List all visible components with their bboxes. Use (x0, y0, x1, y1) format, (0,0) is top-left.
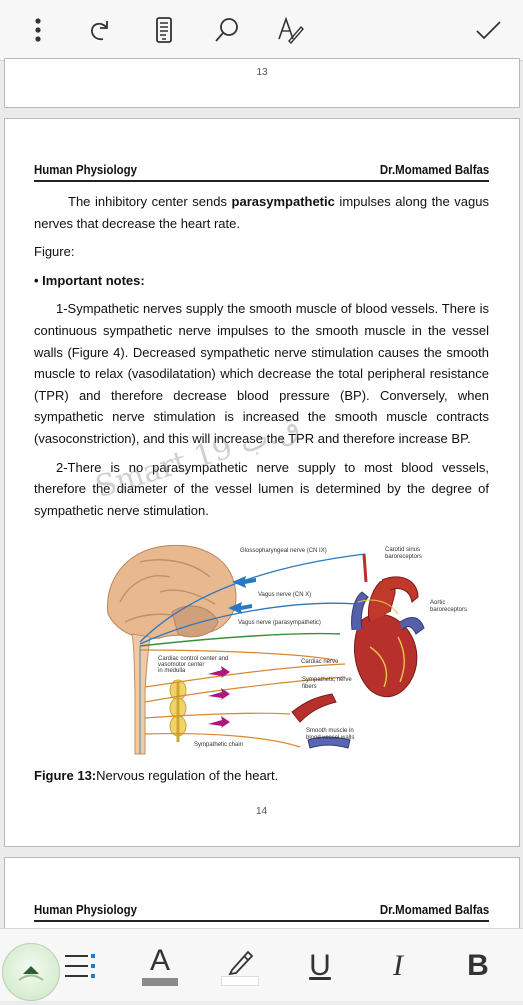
page-number-current: 14 (255, 806, 268, 817)
label-cardiac-center: Cardiac control center and (158, 656, 228, 662)
p1-bold: parasympathetic (231, 194, 335, 209)
more-vertical-icon[interactable] (18, 10, 58, 50)
figure-caption: Figure 13:Nervous regulation of the hear… (34, 768, 278, 783)
italic-glyph: I (393, 949, 403, 982)
caption-label: Figure 13: (34, 768, 97, 783)
redo-icon[interactable] (80, 10, 120, 50)
underline-button[interactable]: U (300, 941, 340, 991)
label-carotid: Carotid sinus (385, 547, 420, 553)
label-carotid-2: baroreceptors (385, 554, 422, 560)
page-body: The inhibitory center sends parasympathe… (34, 191, 489, 521)
label-aortic-2: baroreceptors (430, 607, 467, 613)
heart-regulation-figure: Glossopharyngeal nerve (CN IX) Carotid s… (100, 542, 480, 757)
p1-text: The inhibitory center sends (68, 194, 232, 209)
previous-page: 13 (4, 58, 520, 108)
next-page[interactable] (4, 857, 520, 937)
page-view-icon[interactable] (144, 10, 184, 50)
label-vagus-para: Vagus nerve (parasympathetic) (238, 620, 321, 626)
next-running-header: Human Physiology Dr.Momamed Balfas (34, 900, 489, 922)
header-right: Dr.Momamed Balfas (379, 162, 489, 177)
next-header-left: Human Physiology (34, 902, 137, 917)
edit-pen-icon[interactable] (270, 10, 310, 50)
label-cardiac-center-3: in medulla (158, 668, 186, 674)
label-glossopharyngeal: Glossopharyngeal nerve (CN IX) (240, 548, 327, 554)
paragraph-inhibitory: The inhibitory center sends parasympathe… (34, 191, 489, 234)
top-toolbar (0, 0, 523, 61)
highlighter-icon (228, 950, 254, 976)
format-toolbar: A U I B (0, 928, 523, 1001)
label-sympathetic-chain: Sympathetic chain (194, 742, 243, 748)
app-logo (2, 943, 60, 1001)
list-menu-icon[interactable] (62, 941, 98, 991)
font-color-swatch (142, 978, 178, 986)
caption-text: Nervous regulation of the heart. (96, 768, 279, 783)
header-left: Human Physiology (34, 162, 137, 177)
font-color-button[interactable]: A (140, 941, 180, 991)
label-sympathetic-fibers-2: fibers (302, 684, 317, 690)
label-vagus-cnx: Vagus nerve (CN X) (258, 592, 311, 598)
page-number: 13 (256, 67, 268, 78)
highlighter-button[interactable] (220, 941, 260, 991)
label-aortic: Aortic (430, 600, 445, 606)
current-page[interactable] (4, 118, 520, 847)
label-sympathetic-fibers: Sympathetic nerve (302, 677, 352, 683)
notes-heading: • Important notes: (34, 272, 145, 288)
label-smooth-muscle-2: blood vessel walls (306, 735, 354, 741)
paragraph-note-2: 2-There is no parasympathetic nerve supp… (34, 459, 489, 518)
underline-glyph: U (309, 949, 331, 982)
search-icon[interactable] (207, 10, 247, 50)
italic-button[interactable]: I (378, 941, 418, 991)
bold-button[interactable]: B (458, 941, 498, 991)
label-cardiac-center-2: vasomotor center (158, 662, 204, 668)
figure-line: Figure: (34, 244, 75, 260)
paragraph-note-1: 1-Sympathetic nerves supply the smooth m… (34, 301, 489, 446)
font-color-glyph: A (149, 944, 170, 977)
checkmark-icon[interactable] (468, 10, 508, 50)
running-header: Human Physiology Dr.Momamed Balfas (34, 160, 489, 182)
label-smooth-muscle: Smooth muscle in (306, 728, 354, 734)
p1-text-end: impulses along the vagus nerves that dec… (34, 194, 489, 231)
bold-glyph: B (467, 949, 489, 982)
highlight-swatch (221, 976, 259, 986)
label-cardiac-nerve: Cardiac nerve (301, 659, 339, 665)
next-header-right: Dr.Momamed Balfas (379, 902, 489, 917)
